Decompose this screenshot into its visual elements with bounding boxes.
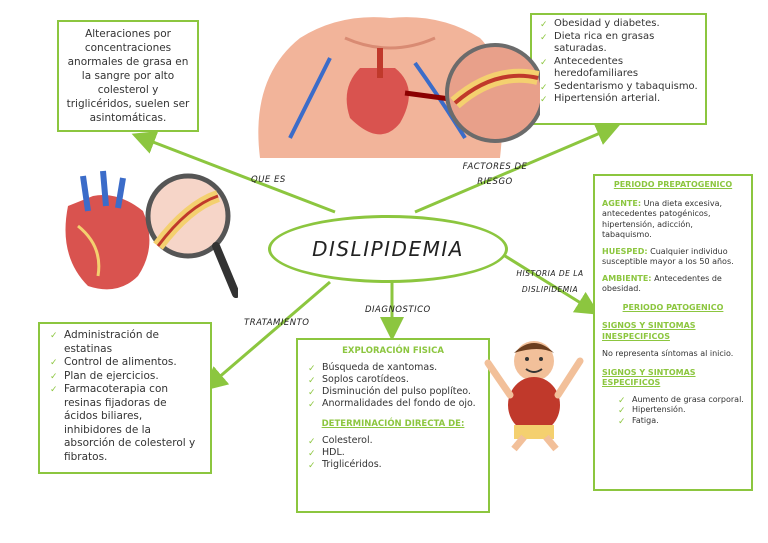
label-tratamiento: TRATAMIENTO [244, 318, 310, 328]
factores-box: Obesidad y diabetes. Dieta rica en grasa… [530, 13, 707, 125]
boy-illustration [484, 341, 584, 452]
tratamiento-list: Administración de estatinas Control de a… [48, 329, 202, 464]
list-item: Obesidad y diabetes. [538, 18, 699, 31]
list-item: Plan de ejercicios. [48, 370, 202, 384]
agente-label: AGENTE: [602, 198, 642, 208]
list-item: Búsqueda de xantomas. [306, 362, 480, 375]
list-item: Disminución del pulso poplíteo. [306, 386, 480, 399]
list-item: Antecedentes heredofamiliares [538, 56, 699, 81]
label-que-es: QUE ES [251, 175, 286, 185]
list-item: Anormalidades del fondo de ojo. [306, 398, 480, 411]
exploracion-list: Búsqueda de xantomas. Soplos carotídeos.… [306, 362, 480, 411]
huesped-text: Cualquier individuo susceptible mayor a … [602, 246, 734, 267]
list-item: Control de alimentos. [48, 356, 202, 370]
list-item: Hipertensión arterial. [538, 93, 699, 106]
que-es-box: Alteraciones por concentraciones anormal… [57, 20, 199, 132]
tratamiento-box: Administración de estatinas Control de a… [38, 322, 212, 474]
arrow-tratamiento [203, 280, 331, 391]
especificos-title: SIGNOS Y SINTOMAS ESPECIFICOS [602, 367, 696, 388]
list-item: Hipertensión. [616, 405, 744, 416]
center-title: DISLIPIDEMIA [312, 237, 464, 261]
arrow-que-es [131, 131, 336, 214]
arrow-factores [414, 122, 621, 214]
heart-magnifier-illustration [65, 170, 238, 298]
label-diagnostico: DIAGNOSTICO [365, 305, 431, 315]
prepatogenico-title: PERIODO PREPATOGENICO [613, 180, 733, 189]
inespecificos-title: SIGNOS Y SINTOMAS INESPECIFICOS [602, 321, 696, 341]
list-item: Colesterol. [306, 435, 480, 448]
list-item: Triglicéridos. [306, 459, 480, 472]
huesped-label: HUESPED: [602, 246, 648, 256]
list-item: Aumento de grasa corporal. [616, 395, 744, 406]
list-item: Administración de estatinas [48, 329, 202, 356]
directa-list: Colesterol. HDL. Triglicéridos. [306, 435, 480, 472]
torso-illustration [258, 17, 540, 158]
inespecificos-text: No representa síntomas al inicio. [602, 349, 734, 358]
huesped-paragraph: HUESPED: Cualquier individuo susceptible… [602, 247, 744, 268]
especificos-list: Aumento de grasa corporal. Hipertensión.… [602, 395, 744, 427]
label-factores: FACTORES DE RIESGO [462, 162, 528, 187]
list-item: Dieta rica en grasas saturadas. [538, 31, 699, 56]
list-item: Fatiga. [616, 416, 744, 427]
list-item: Farmacoterapia con resinas fijadoras de … [48, 383, 202, 464]
ambiente-label: AMBIENTE: [602, 273, 652, 283]
patogenico-title: PERIODO PATOGENICO [622, 302, 724, 312]
list-item: Soplos carotídeos. [306, 374, 480, 387]
ambiente-paragraph: AMBIENTE: Antecedentes de obesidad. [602, 274, 744, 295]
list-item: HDL. [306, 447, 480, 460]
center-node: DISLIPIDEMIA [268, 215, 508, 283]
exploracion-title: EXPLORACIÓN FISICA [342, 346, 444, 356]
diagnostico-box: EXPLORACIÓN FISICA Búsqueda de xantomas.… [296, 338, 490, 513]
agente-paragraph: AGENTE: Una dieta excesiva, antecedentes… [602, 199, 744, 241]
que-es-text: Alteraciones por concentraciones anormal… [66, 28, 190, 124]
label-historia: HISTORIA DE LA DISLIPIDEMIA [516, 269, 584, 294]
factores-list: Obesidad y diabetes. Dieta rica en grasa… [538, 18, 699, 106]
agente-text: Una dieta excesiva, antecedentes patogén… [602, 198, 723, 240]
directa-title: DETERMINACIÓN DIRECTA DE: [321, 419, 465, 429]
ambiente-text: Antecedentes de obesidad. [602, 273, 722, 294]
historia-box: PERIODO PREPATOGENICO AGENTE: Una dieta … [593, 174, 753, 491]
list-item: Sedentarismo y tabaquismo. [538, 81, 699, 94]
